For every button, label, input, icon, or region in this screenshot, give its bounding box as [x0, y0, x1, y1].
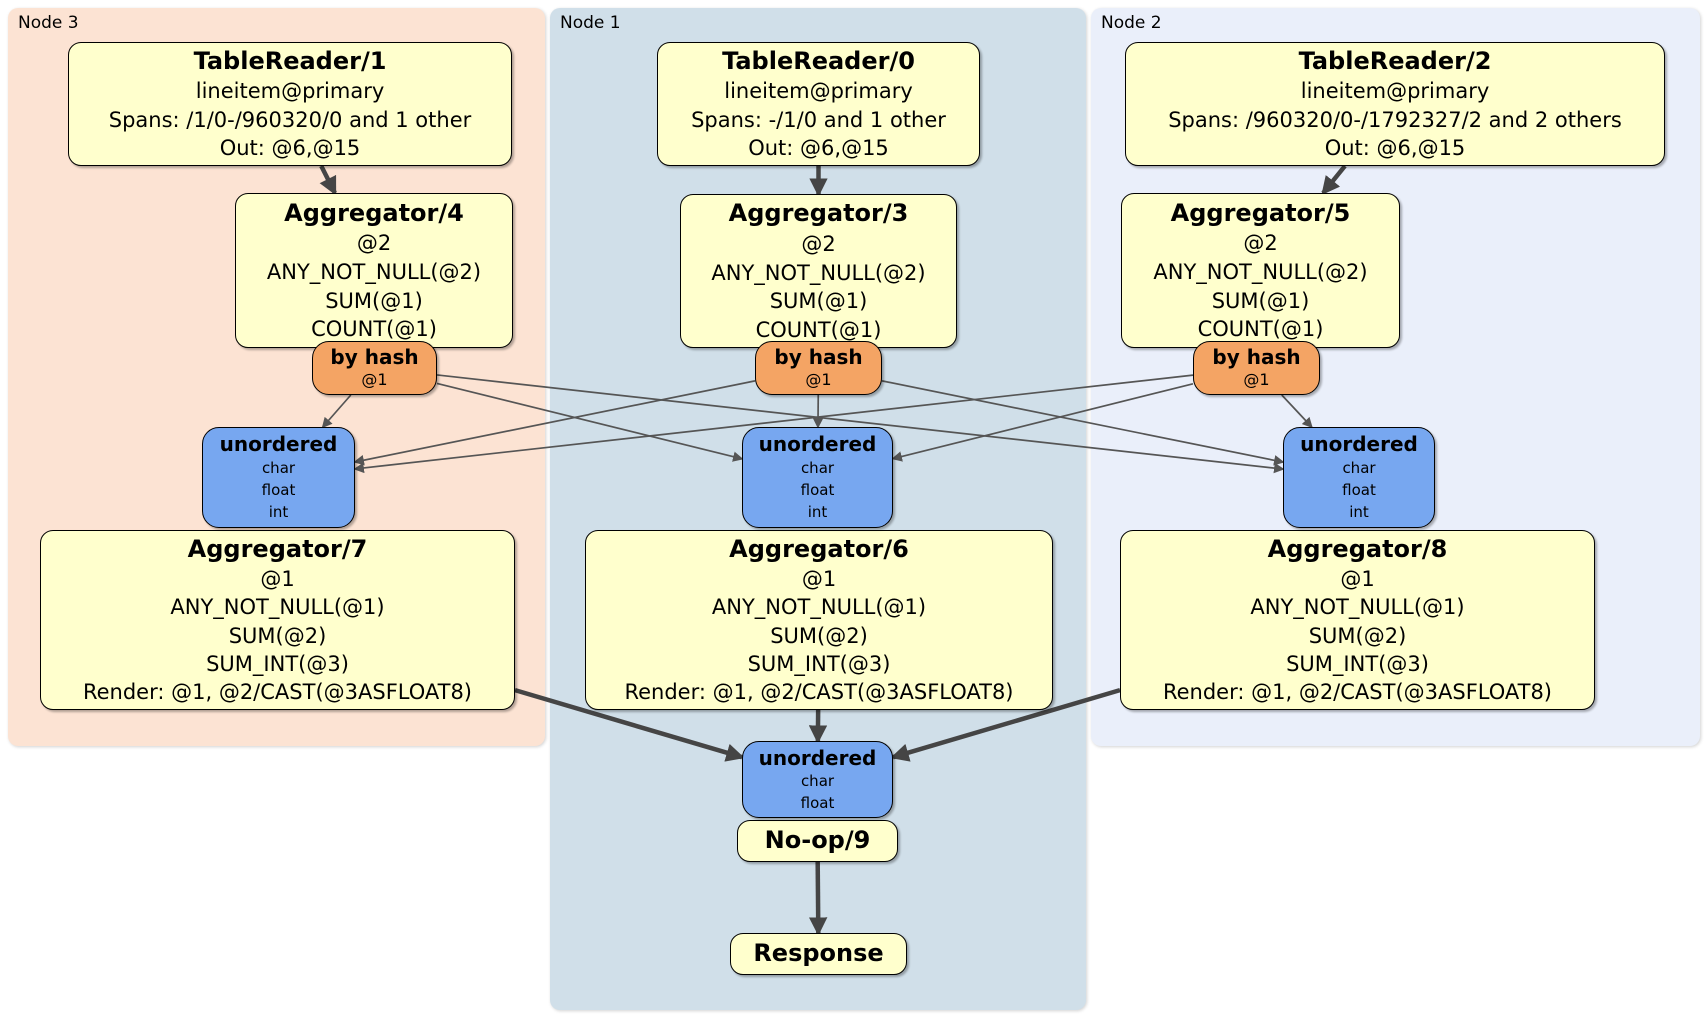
panel-node2-label: Node 2 [1101, 13, 1162, 33]
panel-node1-label: Node 1 [560, 13, 621, 33]
edge-by-hash-5-to-unordered-3 [353, 374, 1194, 474]
edge-by-hash-3-to-unordered-3 [353, 380, 756, 466]
panel-node3-label: Node 3 [18, 13, 79, 33]
edge-tablereader-1-to-aggregator-4 [319, 164, 337, 196]
edge-by-hash-5-to-unordered-6 [891, 383, 1194, 462]
edge-by-hash-4-to-unordered-6 [436, 382, 744, 462]
edge-aggregator-7-to-unordered-final [514, 687, 745, 762]
edge-by-hash-4-to-unordered-3 [321, 394, 352, 429]
edge-by-hash-3-to-unordered-8 [881, 380, 1285, 466]
edge-no-op-9-to-response [808, 861, 828, 936]
edge-by-hash-4-to-unordered-8 [436, 374, 1285, 474]
edge-by-hash-5-to-unordered-8 [1281, 394, 1313, 429]
edge-aggregator-8-to-unordered-final [890, 687, 1121, 762]
edge-tablereader-2-to-aggregator-5 [1321, 164, 1347, 196]
